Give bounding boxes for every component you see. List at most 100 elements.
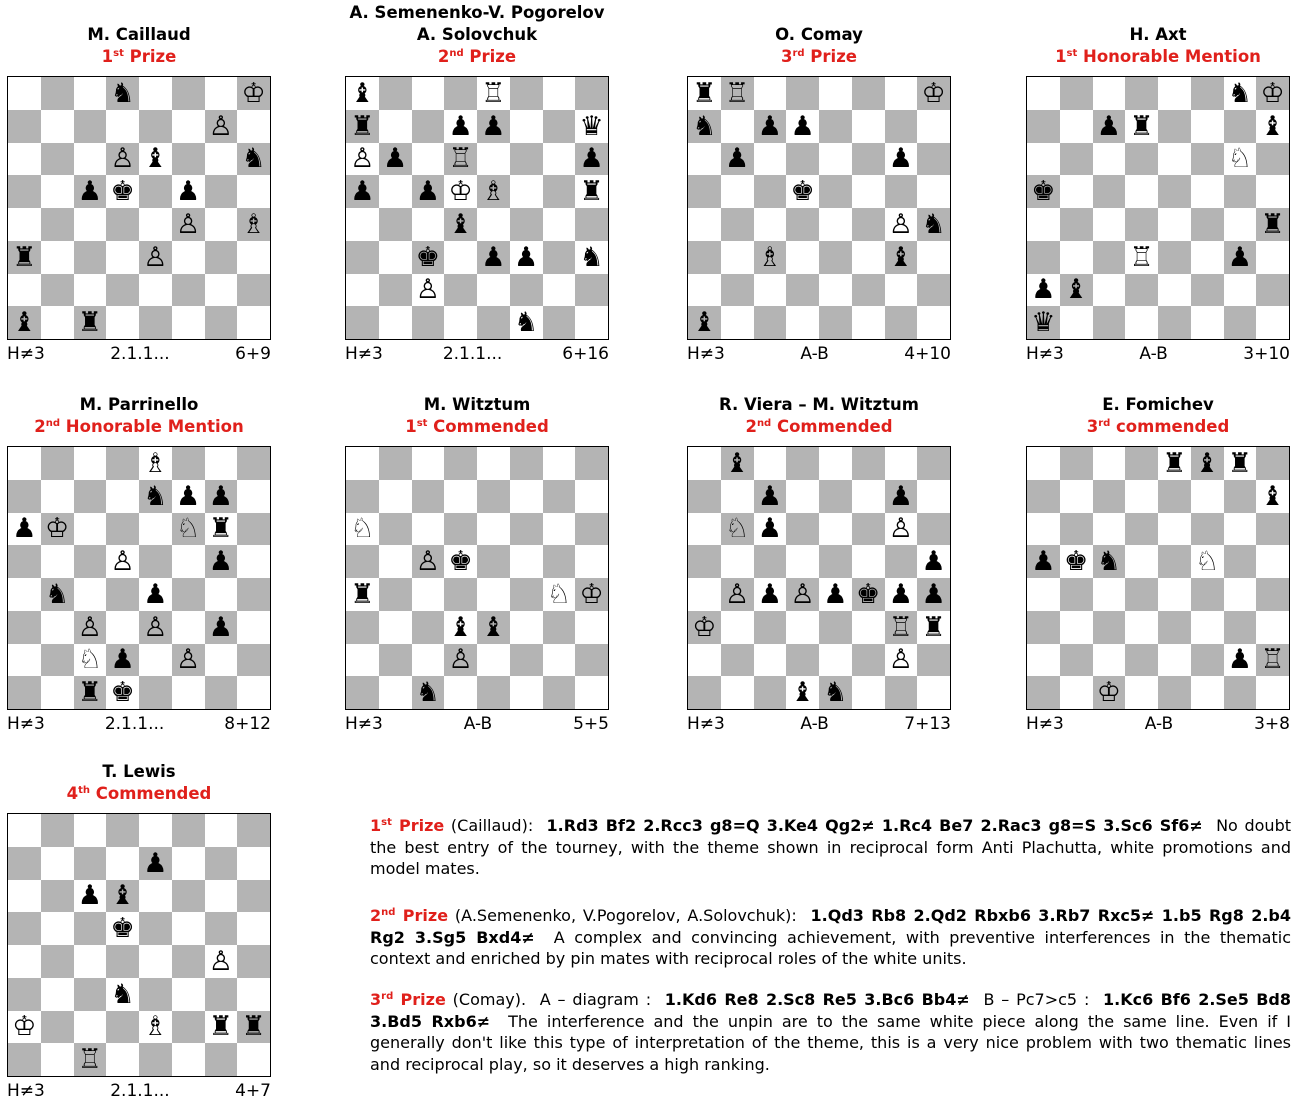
board-square: [172, 1043, 205, 1076]
black-rook-icon: ♜: [8, 241, 41, 274]
board-square: [852, 274, 885, 307]
board-square: [819, 143, 852, 176]
award-title: Honorable Mention: [1077, 47, 1261, 66]
diagram-footer: H≠3A-B3+8: [1026, 714, 1290, 734]
board-square: [721, 274, 754, 307]
comment-prize-title: Prize: [395, 906, 448, 925]
board-square: [237, 175, 270, 208]
board-square: [917, 480, 950, 513]
board-square: [1125, 578, 1158, 611]
board-square: [1027, 143, 1060, 176]
black-rook-icon: ♜: [575, 175, 608, 208]
board-square: [74, 513, 107, 546]
board-square: [1224, 208, 1257, 241]
board-square: [885, 306, 918, 339]
board-square: [1093, 480, 1126, 513]
board-square: [1060, 513, 1093, 546]
board-square: [444, 447, 477, 480]
black-pawn-icon: ♟: [444, 110, 477, 143]
board-square: [41, 880, 74, 913]
piece-count: 5+5: [573, 714, 609, 734]
white-king-icon: ♔: [1093, 676, 1126, 709]
board-square: [412, 513, 445, 546]
solution-structure: 2.1.1...: [110, 1081, 169, 1101]
black-knight-icon: ♞: [1093, 545, 1126, 578]
board-square: [379, 110, 412, 143]
white-king-icon: ♔: [8, 1011, 41, 1044]
board-square: [786, 274, 819, 307]
board-square: [721, 110, 754, 143]
board-square: [852, 480, 885, 513]
board-square: [688, 545, 721, 578]
award-number: 3: [1087, 417, 1098, 436]
board-square: [510, 611, 543, 644]
board-square: [139, 1043, 172, 1076]
board-square: [1060, 644, 1093, 677]
board-square: [346, 241, 379, 274]
board-square: [8, 480, 41, 513]
board-square: [8, 945, 41, 978]
award-number: 4: [67, 784, 78, 803]
diagram-heading: T. Lewis4th Commended: [7, 761, 271, 805]
white-king-icon: ♔: [1256, 77, 1289, 110]
board-square: [41, 1011, 74, 1044]
piece-count: 8+12: [224, 714, 271, 734]
board-square: [1093, 143, 1126, 176]
board-square: [477, 676, 510, 709]
board-square: [885, 676, 918, 709]
board-square: [852, 611, 885, 644]
board-square: [205, 847, 238, 880]
board-square: [1027, 241, 1060, 274]
board-square: [477, 545, 510, 578]
board-square: [786, 306, 819, 339]
board-square: [139, 274, 172, 307]
diagram-footer: H≠3A-B3+10: [1026, 344, 1290, 364]
board-square: [1224, 676, 1257, 709]
board-square: [754, 274, 787, 307]
stipulation: H≠3: [7, 1081, 45, 1101]
board-square: [205, 676, 238, 709]
board-square: [917, 274, 950, 307]
board-square: [237, 880, 270, 913]
black-knight-icon: ♞: [688, 110, 721, 143]
award-label: 3rd commended: [1026, 416, 1290, 438]
board-square: [477, 274, 510, 307]
black-knight-icon: ♞: [575, 241, 608, 274]
board-square: [1027, 644, 1060, 677]
solution-structure: A-B: [1139, 344, 1167, 364]
board-square: [412, 143, 445, 176]
board-square: [205, 578, 238, 611]
board-square: [1191, 143, 1224, 176]
board-square: [1256, 676, 1289, 709]
white-bishop-icon: ♗: [237, 208, 270, 241]
board-square: [754, 447, 787, 480]
comment-prize-number: 3: [370, 990, 381, 1009]
board-square: [346, 447, 379, 480]
board-square: [106, 847, 139, 880]
black-pawn-icon: ♟: [205, 480, 238, 513]
black-bishop-icon: ♝: [721, 447, 754, 480]
board-square: [8, 545, 41, 578]
board-square: [8, 110, 41, 143]
board-square: [819, 447, 852, 480]
board-square: [74, 447, 107, 480]
board-square: [1256, 241, 1289, 274]
board-square: [106, 241, 139, 274]
board-square: [74, 480, 107, 513]
black-pawn-icon: ♟: [819, 578, 852, 611]
white-rook-icon: ♖: [1125, 241, 1158, 274]
black-rook-icon: ♜: [237, 1011, 270, 1044]
board-square: [575, 306, 608, 339]
board-square: [8, 978, 41, 1011]
black-king-icon: ♚: [1060, 545, 1093, 578]
comment-prize-title: Prize: [393, 990, 446, 1009]
board-square: [412, 578, 445, 611]
board-square: [1191, 644, 1224, 677]
board-square: [346, 545, 379, 578]
black-king-icon: ♚: [106, 912, 139, 945]
board-square: [819, 77, 852, 110]
white-rook-icon: ♖: [1256, 644, 1289, 677]
award-label: 3rd Prize: [687, 46, 951, 68]
white-pawn-icon: ♙: [106, 545, 139, 578]
board-square: [237, 644, 270, 677]
